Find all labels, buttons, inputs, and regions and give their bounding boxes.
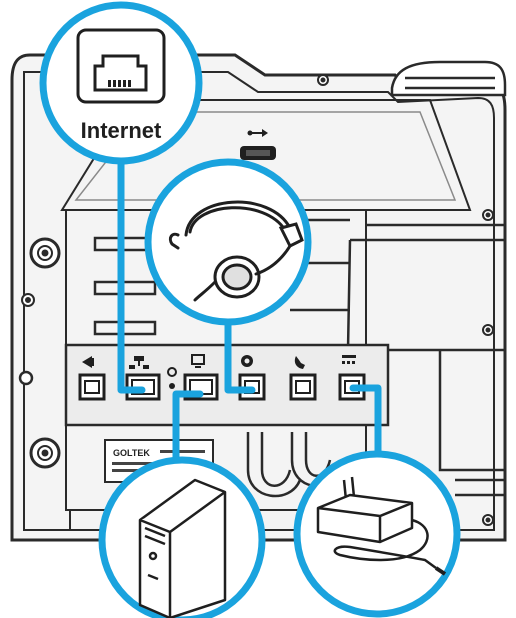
dc-power-port-icon: [342, 355, 356, 364]
internet-label: Internet: [81, 118, 162, 143]
connection-lines: [117, 151, 382, 464]
pc-cable: [172, 390, 204, 464]
internet-callout: Internet: [39, 1, 203, 165]
internet-cable: [117, 151, 146, 394]
headset-cable: [224, 306, 256, 394]
pc-port-icon: [191, 354, 205, 368]
network-port-icon: [129, 356, 149, 369]
headset-port-icon: [82, 356, 94, 368]
phone-inner-outline: [23, 71, 495, 531]
headset-icon: [168, 200, 304, 302]
power-callout: [293, 450, 461, 618]
label-brand: GOLTEK: [113, 448, 150, 458]
usb-icon: [247, 129, 268, 137]
screw-holes: [18, 74, 494, 526]
desktop-tower-icon: [138, 478, 227, 618]
power-cable: [349, 384, 382, 464]
upper-recess: [60, 99, 472, 211]
ethernet-jack-icon: [76, 28, 166, 104]
headset-port[interactable]: [78, 373, 106, 401]
port-labels: [82, 354, 356, 369]
stand-hook: [390, 60, 507, 97]
handset-port-icon: [294, 356, 305, 369]
reset-indicator: [167, 367, 177, 389]
pc-callout: [98, 456, 266, 618]
usb-port-area: [240, 129, 276, 160]
rubber-feet: [29, 237, 61, 469]
ehs-port-icon: [241, 355, 253, 367]
handset-port[interactable]: [289, 373, 317, 401]
headset-callout: [144, 158, 312, 326]
upper-recess-inner: [74, 111, 457, 201]
power-adapter-icon: [316, 476, 447, 576]
